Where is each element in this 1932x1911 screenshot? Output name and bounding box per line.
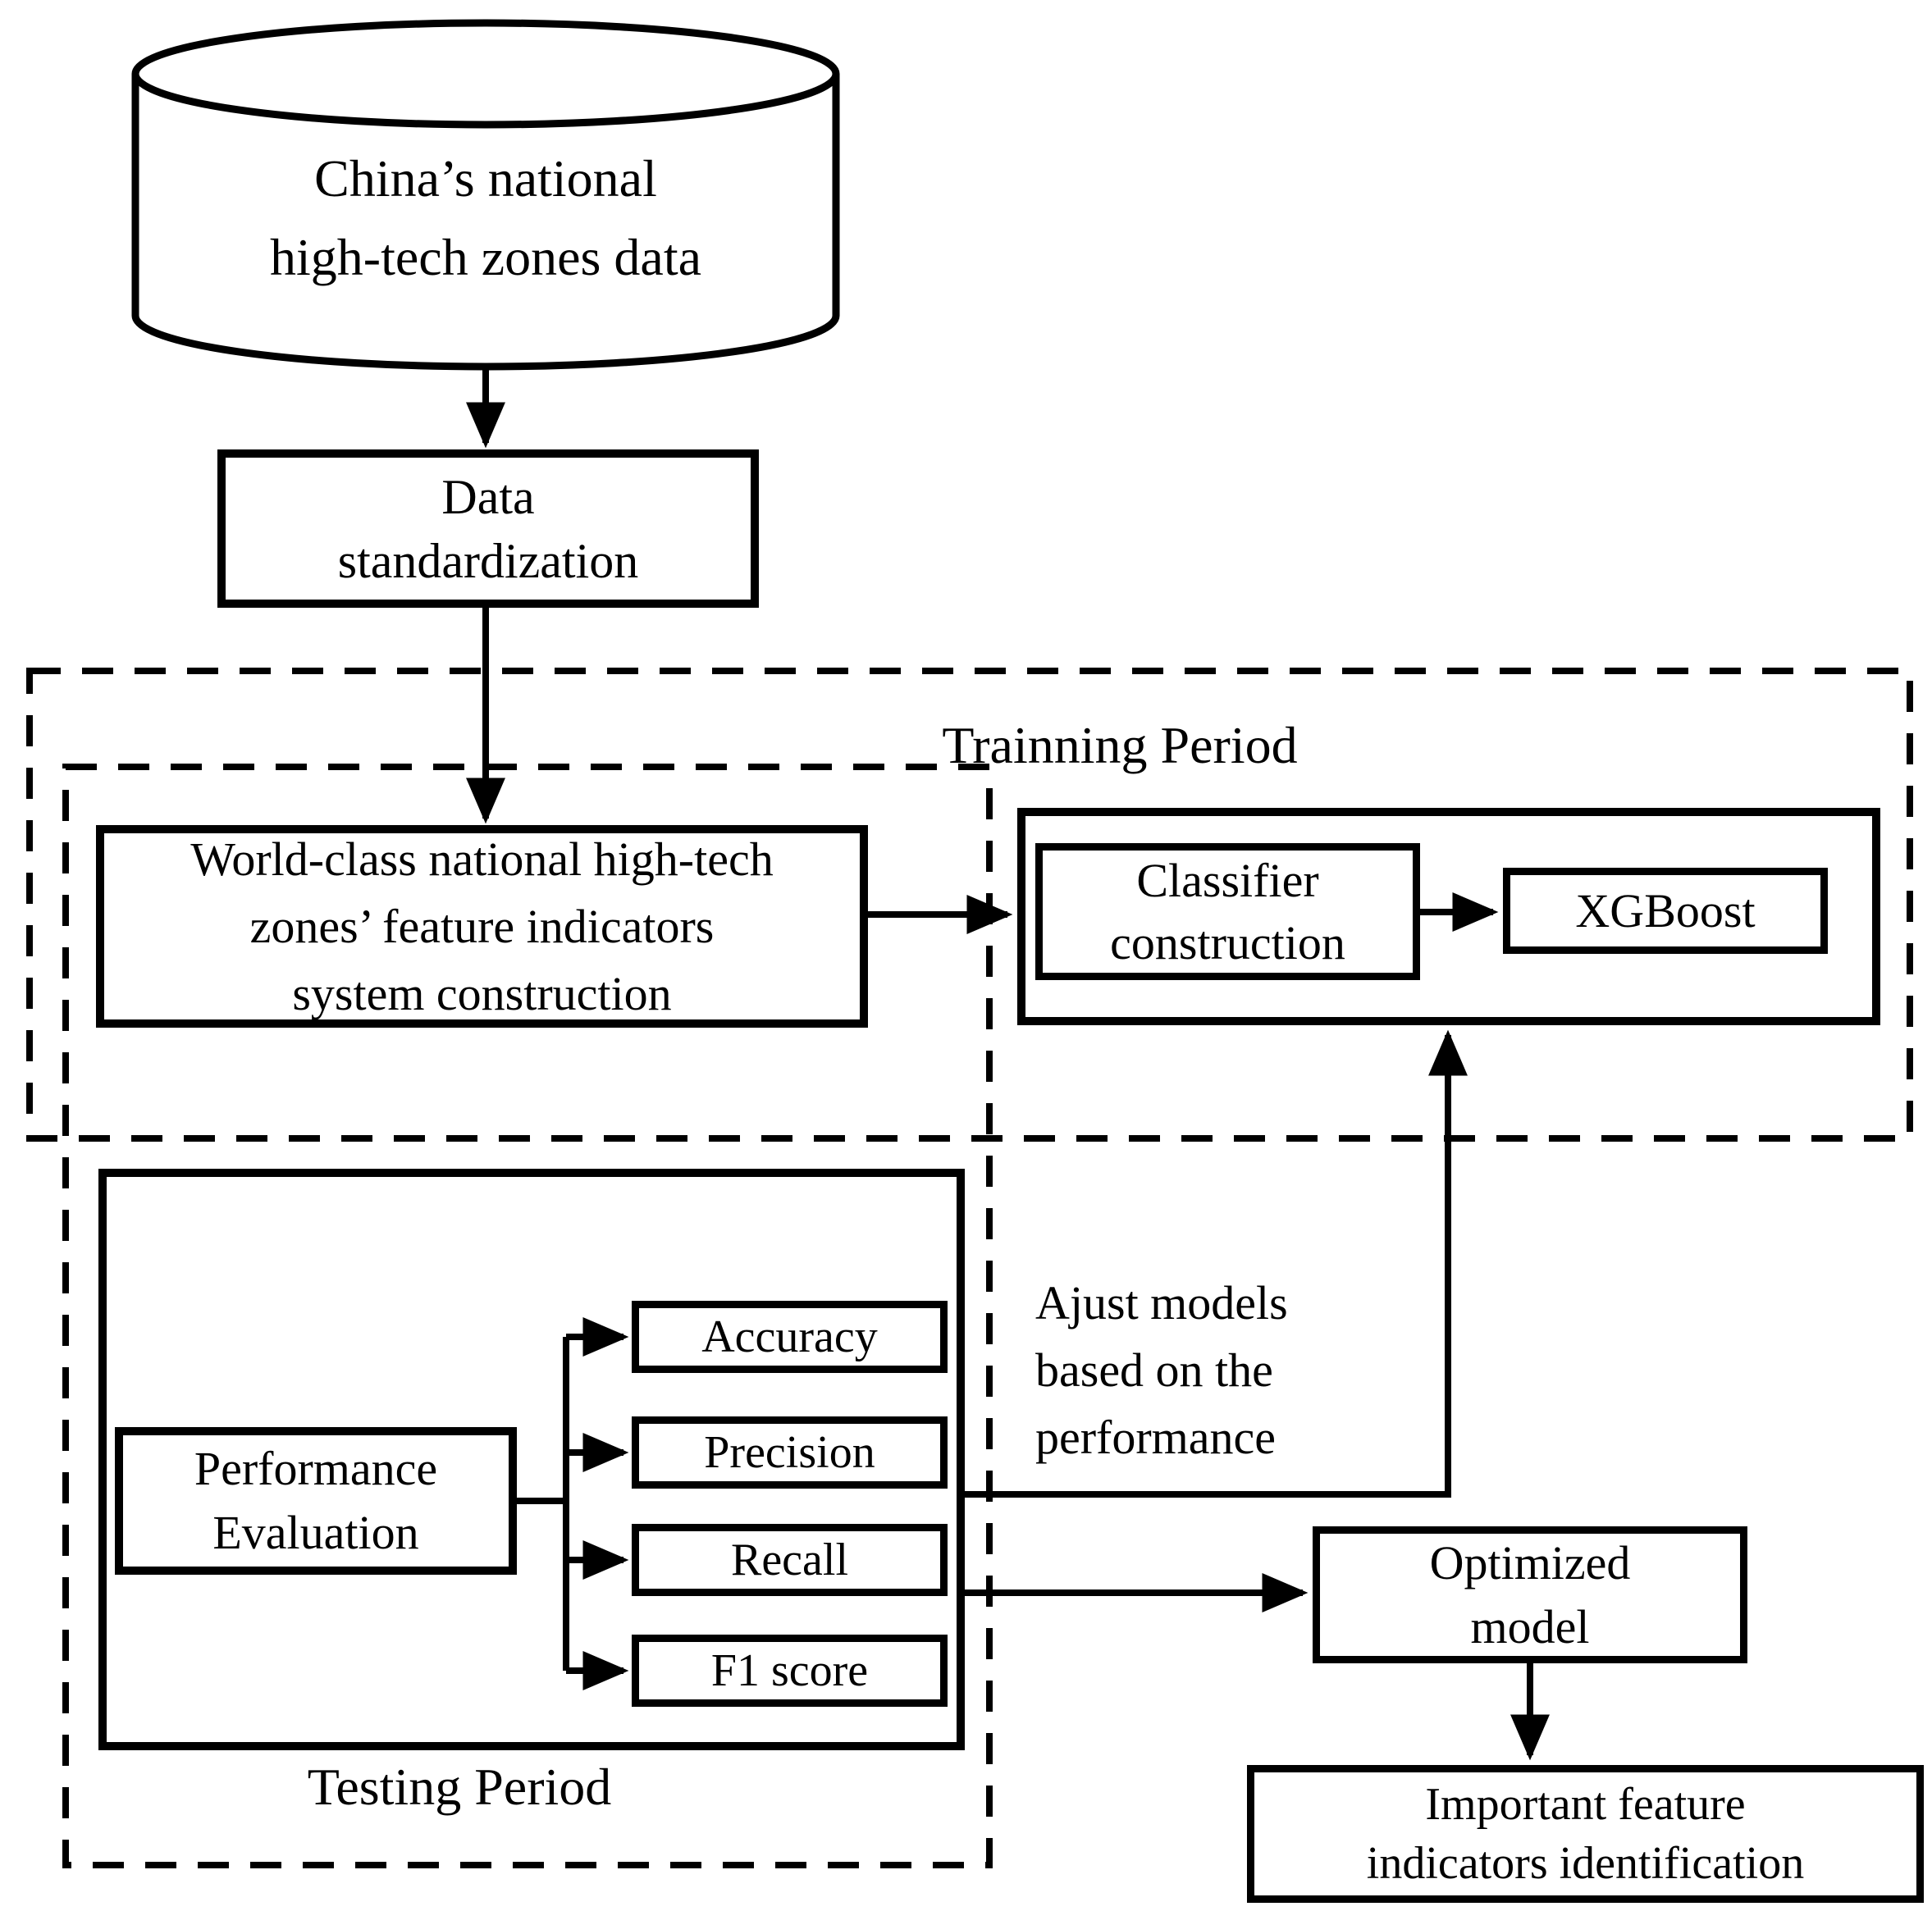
arrow-feedback-to-classifierframe — [965, 1029, 1468, 1498]
xgboost-node: XGBoost — [1503, 868, 1828, 954]
data-standardization-node: Data standardization — [217, 449, 759, 608]
feature-identification-node: Important feature indicators identificat… — [1247, 1765, 1924, 1903]
testing-period-label: Testing Period — [307, 1758, 612, 1816]
optimized-model-node: Optimized model — [1313, 1526, 1747, 1663]
accuracy-node: Accuracy — [632, 1301, 948, 1373]
adjust-models-note: Ajust models based on the performance — [1035, 1276, 1288, 1464]
testing-frame — [98, 1169, 965, 1750]
classifier-construction-node: Classifier construction — [1035, 843, 1420, 980]
classifier-frame — [1017, 808, 1880, 1025]
performance-evaluation-node: Performance Evaluation — [115, 1427, 517, 1575]
database-cylinder-shape — [131, 19, 840, 371]
training-period-label: Trainning Period — [942, 716, 1298, 774]
connector-performance-spine — [517, 1337, 569, 1671]
recall-node: Recall — [632, 1524, 948, 1596]
f1-score-node: F1 score — [632, 1635, 948, 1707]
precision-node: Precision — [632, 1416, 948, 1489]
feature-system-node: World-class national high-tech zones’ fe… — [96, 825, 868, 1028]
database-node: China’s national high-tech zones data — [270, 149, 701, 286]
training-period-dashed-region — [26, 668, 1913, 1142]
testing-period-dashed-region — [62, 764, 993, 1868]
